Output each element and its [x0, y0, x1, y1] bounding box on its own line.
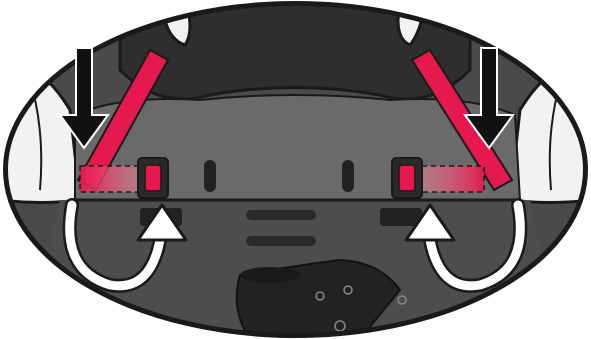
seat-back-top: [120, 0, 470, 99]
left-strap-behind-seat: [80, 166, 142, 192]
right-strap-behind-seat: [422, 166, 484, 192]
harness-slot-left-inner: [204, 160, 216, 192]
center-groove-top: [246, 210, 316, 220]
harness-slot-right-inner: [342, 160, 354, 192]
left-buckle-tongue: [145, 165, 161, 191]
buckle-slot: [240, 267, 300, 283]
center-groove-bottom: [246, 236, 316, 246]
right-buckle-tongue: [399, 165, 415, 191]
